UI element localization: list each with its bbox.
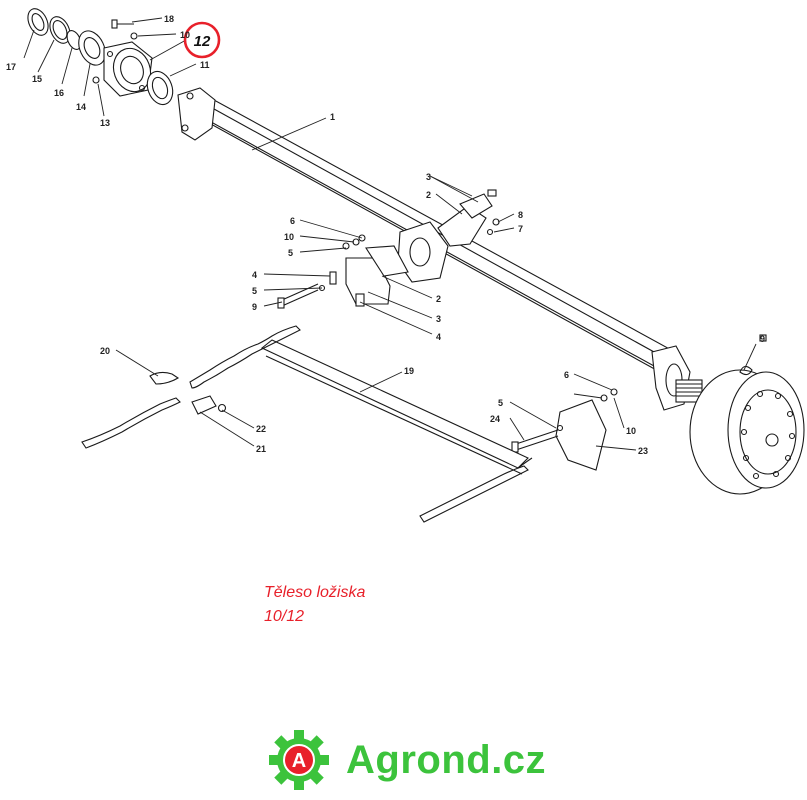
callout-label: 1: [330, 112, 335, 122]
callout-label: 10: [180, 30, 190, 40]
callout-label: 7: [518, 224, 523, 234]
callout-label: 22: [256, 424, 266, 434]
part-title: Těleso ložiska: [264, 584, 366, 601]
gear-icon: A: [269, 730, 329, 790]
callout-label: 23: [638, 446, 648, 456]
callout-label: 9: [252, 302, 257, 312]
callout-label: 5: [252, 286, 257, 296]
callout-label: 4: [436, 332, 441, 342]
callout-label: 16: [54, 88, 64, 98]
gearbox-housing: [689, 334, 805, 495]
callout-label: 11: [200, 60, 210, 70]
callout-label: 15: [32, 74, 42, 84]
callout-label: 14: [76, 102, 86, 112]
middle-bracket-assembly: [277, 189, 500, 309]
callout-label: 2: [436, 294, 441, 304]
leader-lines: [23, 17, 757, 451]
callout-label: 24: [490, 414, 500, 424]
chains: [81, 325, 533, 523]
callout-labels: 1 2 2 3 3 4 4 5 5 5 6 6 7 8 9 10 10 10 1…: [6, 14, 765, 456]
callout-label: 6: [290, 216, 295, 226]
part-index: 10/12: [264, 608, 305, 625]
callout-label: 18: [164, 14, 174, 24]
highlight-ring: [183, 21, 221, 59]
callout-label: 5: [498, 398, 503, 408]
callout-label: 4: [252, 270, 257, 280]
callout-label: 13: [100, 118, 110, 128]
callout-label: 2: [426, 190, 431, 200]
callout-label: 3: [426, 172, 431, 182]
highlight-number: 12: [194, 33, 211, 50]
brand-logo[interactable]: A Agrond.cz: [268, 730, 547, 790]
callout-label: 20: [100, 346, 110, 356]
callout-label: 6: [564, 370, 569, 380]
callout-label: 8: [518, 210, 523, 220]
callout-label: 9: [760, 334, 765, 344]
lower-right-bracket: [511, 388, 618, 471]
badge-letter: A: [292, 750, 306, 772]
callout-label: 21: [256, 444, 266, 454]
drawbar: [260, 339, 529, 475]
callout-label: 10: [284, 232, 294, 242]
bearing-assembly: [27, 8, 174, 106]
callout-label: 3: [436, 314, 441, 324]
callout-label: 19: [404, 366, 414, 376]
brand-name: Agrond.cz: [346, 737, 547, 782]
callout-label: 5: [288, 248, 293, 258]
callout-label: 10: [626, 426, 636, 436]
callout-label: 17: [6, 62, 16, 72]
